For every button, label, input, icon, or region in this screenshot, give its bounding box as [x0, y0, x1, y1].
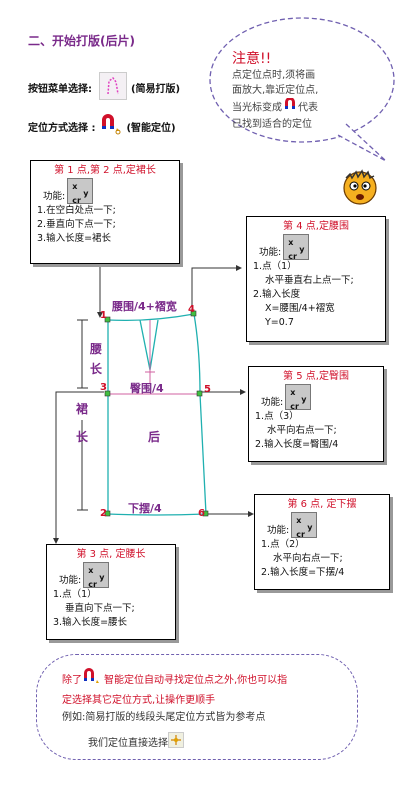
locate-mode-label: 定位方式选择 :: [28, 123, 96, 134]
notice-line: 面放大,靠近定位点,: [232, 85, 319, 96]
back-piece-label: 后: [148, 430, 161, 444]
footer-line: 除了 智能定位自动寻找定位点之外,你也可以指: [62, 668, 352, 692]
notice-line: 点定位点时,须将画: [232, 70, 316, 81]
cartoon-face-icon: [343, 169, 377, 205]
point-box-line: 3.输入长度=裙长: [37, 233, 112, 244]
point-box-line: 1.点（1）: [53, 589, 97, 600]
waist-length-char-1: 腰: [90, 342, 103, 356]
notice-line-part: 代表: [298, 102, 318, 114]
point-box-line: X=腰围/4+褶宽: [265, 303, 335, 314]
skirt-length-char-2: 长: [76, 430, 89, 444]
point-5-label: 5: [204, 384, 211, 395]
point-box-line: 1.点（3）: [255, 411, 299, 422]
point-6-label: 6: [198, 508, 205, 519]
waist-length-char-2: 长: [90, 362, 103, 376]
pen-tool-icon[interactable]: [99, 72, 128, 103]
notice-cloud: [209, 17, 395, 162]
point-box-title: 第 3 点, 定腰长: [76, 549, 146, 560]
waist-width-label: 腰围/4+褶宽: [112, 300, 177, 313]
point-box-line: 1.点（1）: [253, 261, 297, 272]
func-label: 功能:: [261, 397, 284, 408]
menu-select-suffix: (简易打版): [130, 84, 181, 95]
page-heading: 二、开始打版(后片): [28, 34, 135, 48]
notice-line: 当光标变成 代表: [232, 97, 318, 117]
point-box-title: 第 5 点,定臀围: [283, 371, 349, 382]
notice-line: 已找到适合的定位: [232, 119, 312, 130]
func-label: 功能:: [59, 575, 82, 586]
crosshair-icon[interactable]: [168, 732, 184, 754]
footer-text: 除了: [62, 675, 82, 686]
point-box-line: 垂直向下点一下;: [65, 603, 135, 614]
point-box-line: 水平向右点一下;: [273, 553, 343, 564]
point-box-line: 1.点（2）: [261, 539, 305, 550]
hip-width-label: 臀围/4: [130, 382, 164, 395]
func-label: 功能:: [43, 191, 66, 202]
footer-line: 我们定位直接选择: [62, 732, 352, 754]
func-label: 功能:: [259, 247, 282, 258]
point-1-label: 1: [100, 310, 107, 321]
point-box-line: 2.垂直向下点一下;: [37, 219, 116, 230]
footer-line: 定选择其它定位方式,让操作更顺手: [62, 695, 216, 706]
point-box-line: 1.在空白处点一下;: [37, 205, 116, 216]
footer-note-frame: [36, 654, 358, 760]
point-4-label: 4: [188, 304, 195, 315]
menu-select-label: 按钮菜单选择:: [28, 84, 92, 95]
notice-line-part: 当光标变成: [232, 102, 282, 114]
footer-line: 例如:简易打版的线段头尾定位方式皆为参考点: [62, 712, 266, 723]
point-box-line: 2.输入长度: [253, 289, 301, 300]
point-2-label: 2: [100, 508, 107, 519]
skirt-length-char-1: 裙: [76, 402, 89, 416]
func-label: 功能:: [267, 525, 290, 536]
notice-body: 点定位点时,须将画 面放大,靠近定位点, 当光标变成 代表 已找到适合的定位: [232, 68, 318, 132]
magnet-icon[interactable]: [99, 114, 123, 139]
point-box-title: 第 6 点, 定下摆: [287, 499, 357, 510]
magnet-cursor-icon: [283, 97, 297, 117]
point-box-line: Y=0.7: [265, 317, 294, 328]
footer-text: 我们定位直接选择: [88, 738, 168, 749]
notice-title: 注意!!: [232, 51, 272, 67]
footer-note: 除了 智能定位自动寻找定位点之外,你也可以指 定选择其它定位方式,让操作更顺手 例…: [62, 668, 352, 754]
point-box-line: 2.输入长度=下摆/4: [261, 567, 345, 578]
magnet-icon: [82, 668, 104, 692]
locate-mode-row: 定位方式选择 : (智能定位): [28, 114, 176, 139]
menu-select-row: 按钮菜单选择: (简易打版): [28, 72, 180, 103]
point-box-title: 第 1 点,第 2 点,定裙长: [54, 165, 156, 176]
footer-text: 智能定位自动寻找定位点之外,你也可以指: [104, 675, 288, 686]
point-box-line: 2.输入长度=臀围/4: [255, 439, 339, 450]
point-box-line: 水平向右点一下;: [267, 425, 337, 436]
hem-width-label: 下摆/4: [128, 502, 162, 515]
point-3-label: 3: [100, 382, 107, 393]
locate-mode-suffix: (智能定位): [126, 123, 176, 134]
point-box-line: 3.输入长度=腰长: [53, 617, 128, 628]
point-box-title: 第 4 点,定腰围: [283, 221, 349, 232]
point-box-line: 水平垂直右上点一下;: [265, 275, 354, 286]
